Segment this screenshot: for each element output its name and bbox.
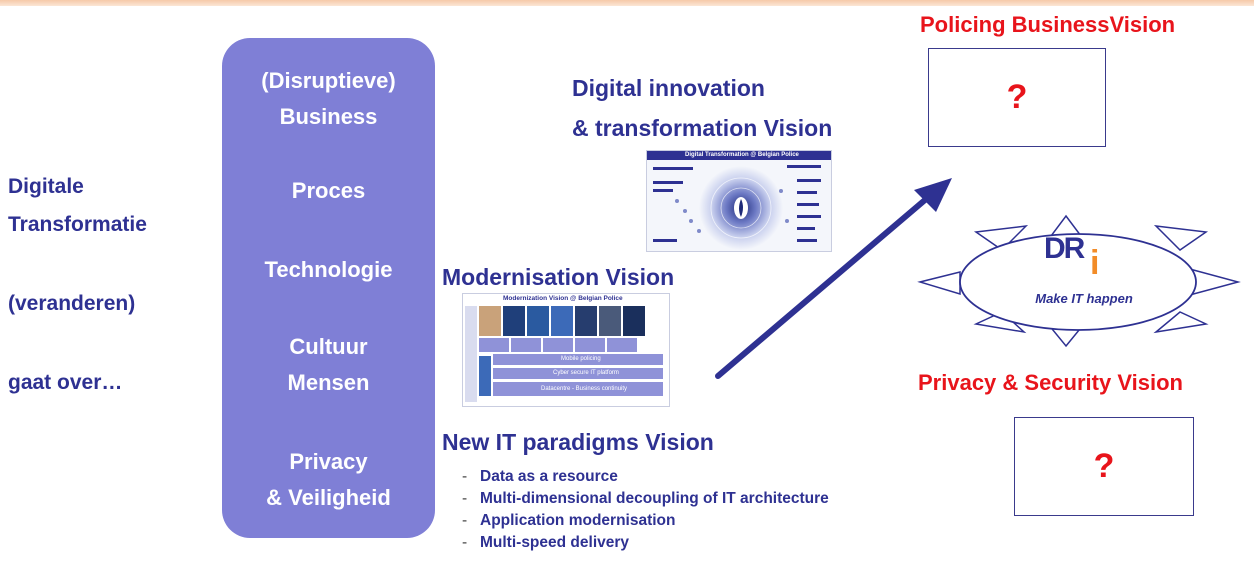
dri-logo-tagline: Make IT happen — [1035, 291, 1133, 306]
list-item: -Data as a resource — [462, 468, 618, 485]
modernisation-thumbnail: Modernization Vision @ Belgian Police Mo… — [462, 293, 670, 407]
digital-transformation-thumbnail: Digital Transformation @ Belgian Police — [646, 150, 832, 252]
left-heading-line1: Digitale — [8, 175, 84, 198]
modernisation-thumbnail-graphic — [465, 306, 663, 402]
modernisation-thumbnail-title: Modernization Vision @ Belgian Police — [503, 295, 623, 302]
dimension-disruptive: (Disruptieve) — [261, 68, 396, 93]
dimension-security: & Veiligheid — [266, 485, 391, 510]
progress-arrow — [715, 178, 952, 379]
dimension-business: Business — [279, 104, 378, 129]
dimension-process: Proces — [291, 178, 366, 203]
dimension-people: Mensen — [287, 370, 370, 395]
dri-logo-graphic — [917, 214, 1241, 348]
new-it-vision-title: New IT paradigms Vision — [442, 429, 714, 455]
question-mark: ? — [1006, 78, 1028, 116]
dimension-culture: Cultuur — [289, 334, 368, 359]
dri-logo-i: i — [1090, 244, 1100, 282]
policing-vision-box: ? — [928, 48, 1106, 147]
dri-logo-letters: DR — [1044, 232, 1085, 265]
digital-thumbnail-title: Digital Transformation @ Belgian Police — [685, 152, 799, 158]
privacy-vision-box: ? — [1014, 417, 1194, 516]
modernisation-row-1: Mobile policing — [561, 356, 601, 362]
new-it-bullet-list: -Data as a resource -Multi-dimensional d… — [462, 466, 829, 554]
list-item: -Application modernisation — [462, 512, 676, 529]
left-heading-line2: Transformatie — [8, 213, 147, 236]
policing-vision-title: Policing BusinessVision — [920, 12, 1176, 37]
modernisation-vision-title: Modernisation Vision — [442, 264, 675, 290]
list-item: -Multi-dimensional decoupling of IT arch… — [462, 490, 829, 507]
modernisation-row-3: Datacentre - Business continuity — [541, 386, 628, 392]
digital-vision-title-line2: & transformation Vision — [572, 115, 833, 141]
list-item: -Multi-speed delivery — [462, 534, 630, 551]
modernisation-row-2: Cyber secure IT platform — [553, 370, 619, 376]
top-accent-bar — [0, 0, 1254, 6]
dimension-privacy: Privacy — [289, 449, 368, 474]
digital-thumbnail-graphic — [653, 165, 821, 250]
question-mark: ? — [1093, 447, 1115, 485]
privacy-vision-title: Privacy & Security Vision — [918, 370, 1183, 395]
left-heading-line4: gaat over… — [8, 371, 123, 394]
left-heading-line3: (veranderen) — [8, 292, 136, 315]
dimension-technology: Technologie — [264, 257, 393, 282]
digital-vision-title-line1: Digital innovation — [572, 75, 765, 101]
dimensions-panel: (Disruptieve) Business Proces Technologi… — [222, 38, 435, 538]
